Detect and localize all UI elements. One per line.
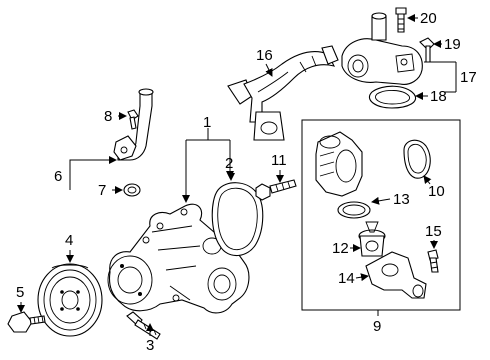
callout-19: 19 (444, 36, 461, 53)
hose-clamp-7[interactable] (123, 183, 141, 197)
bolt-8[interactable] (127, 109, 139, 130)
bolt-11[interactable] (255, 179, 297, 201)
bolt-15[interactable] (427, 249, 439, 273)
callout-17: 17 (460, 69, 477, 86)
seal-13[interactable] (337, 201, 371, 219)
thermostat-outlet-housing[interactable] (341, 12, 423, 85)
callout-15: 15 (425, 223, 442, 240)
outlet-gasket[interactable] (368, 85, 416, 109)
housing-seal-10[interactable] (403, 139, 431, 179)
bolt-5[interactable] (7, 311, 46, 333)
callout-labels: 1 2 3 4 5 6 7 8 9 10 11 12 13 14 15 16 1… (16, 10, 477, 354)
callout-4: 4 (65, 232, 73, 249)
bypass-tube[interactable] (113, 88, 154, 161)
pulley[interactable] (37, 263, 103, 337)
bolt-3[interactable] (126, 311, 161, 340)
group-9-box (301, 119, 461, 311)
callout-7: 7 (98, 182, 106, 199)
thermostat-housing[interactable] (315, 131, 363, 197)
bolt-19[interactable] (419, 37, 435, 63)
upper-hose[interactable] (227, 45, 339, 141)
bolt-20[interactable] (395, 7, 407, 33)
callout-6: 6 (54, 168, 62, 185)
callout-10: 10 (428, 183, 445, 200)
leader-lines (17, 14, 457, 336)
callout-5: 5 (16, 284, 24, 301)
callout-13: 13 (393, 191, 410, 208)
callout-12: 12 (332, 240, 349, 257)
callout-18: 18 (430, 88, 447, 105)
pump-gasket[interactable] (211, 182, 264, 257)
callout-11: 11 (271, 152, 287, 169)
thermostat-cover-14[interactable] (365, 251, 427, 299)
callout-14: 14 (338, 270, 355, 287)
callout-16: 16 (256, 47, 273, 64)
callout-8: 8 (104, 108, 112, 125)
thermostat-12[interactable] (358, 221, 386, 257)
callout-3: 3 (146, 337, 154, 354)
callout-9: 9 (373, 318, 381, 335)
callout-2: 2 (225, 155, 233, 172)
callout-1: 1 (203, 114, 211, 131)
callout-20: 20 (420, 10, 437, 27)
